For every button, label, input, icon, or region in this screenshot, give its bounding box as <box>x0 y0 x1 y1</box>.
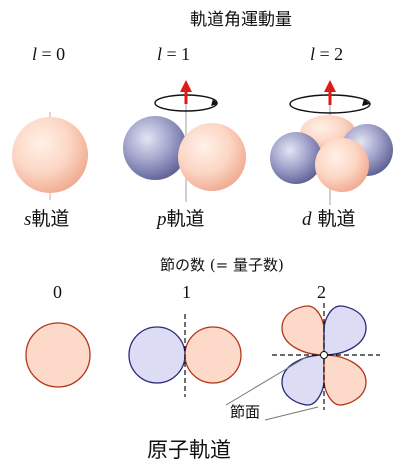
d-2d-lobes <box>272 303 380 410</box>
d-orbital-label: d 軌道 <box>302 208 356 230</box>
node-count-1: 1 <box>182 282 191 302</box>
node-count-0: 0 <box>53 282 62 302</box>
l1-label: l = 1 <box>157 45 190 63</box>
nodal-pointer-line-2 <box>264 406 319 421</box>
d-rotation-arrowhead <box>362 99 370 106</box>
p-2d-lobes <box>128 314 242 397</box>
nodal-pointer-line-1 <box>225 355 309 406</box>
l1-var: l <box>157 44 163 64</box>
p-2d-pink-lobe <box>184 326 242 384</box>
nodes-count-title: 節の数 (= 量子数) <box>160 256 284 274</box>
p-rotation-arrowhead <box>211 99 218 106</box>
p-orbital-label: p軌道 <box>157 208 205 230</box>
nodal-plane-label: 節面 <box>230 403 261 421</box>
d-2d-bottom-right-lobe <box>323 354 367 406</box>
s-suffix: 軌道 <box>31 208 70 230</box>
s-orbital-label: s軌道 <box>24 208 70 230</box>
d-suffix: 軌道 <box>317 208 356 230</box>
p-suffix: 軌道 <box>166 208 205 230</box>
l2-eq: = 2 <box>319 44 344 64</box>
p-momentum-arrowhead <box>180 80 192 92</box>
s-2d-circle <box>25 322 91 388</box>
d-center-node <box>320 351 328 359</box>
s-orbital-sphere <box>12 112 88 200</box>
s-letter: s <box>24 209 32 230</box>
s-sphere <box>12 117 88 193</box>
p-blue-lobe <box>123 116 187 180</box>
atomic-orbital-title: 原子軌道 <box>147 438 231 462</box>
l2-var: l <box>310 44 316 64</box>
d-letter: d <box>302 209 312 230</box>
angular-momentum-title: 軌道角運動量 <box>190 10 292 30</box>
l2-label: l = 2 <box>310 45 343 63</box>
d-front-pink-lobe <box>315 138 369 192</box>
p-2d-blue-lobe <box>128 326 186 384</box>
p-pink-lobe <box>178 123 246 191</box>
l0-var: l <box>32 44 38 64</box>
l1-eq: = 1 <box>166 44 191 64</box>
d-2d-top-right-lobe <box>323 305 367 356</box>
d-2d-bottom-left-lobe <box>281 354 325 406</box>
node-count-2: 2 <box>317 282 326 302</box>
p-letter: p <box>157 209 167 230</box>
d-momentum-arrowhead <box>324 80 336 92</box>
d-2d-top-left-lobe <box>281 305 325 356</box>
l0-label: l = 0 <box>32 45 65 63</box>
d-orbital-lobes <box>270 80 393 205</box>
p-orbital-lobes <box>123 80 246 202</box>
l0-eq: = 0 <box>41 44 66 64</box>
d-left-blue-lobe <box>270 132 322 184</box>
